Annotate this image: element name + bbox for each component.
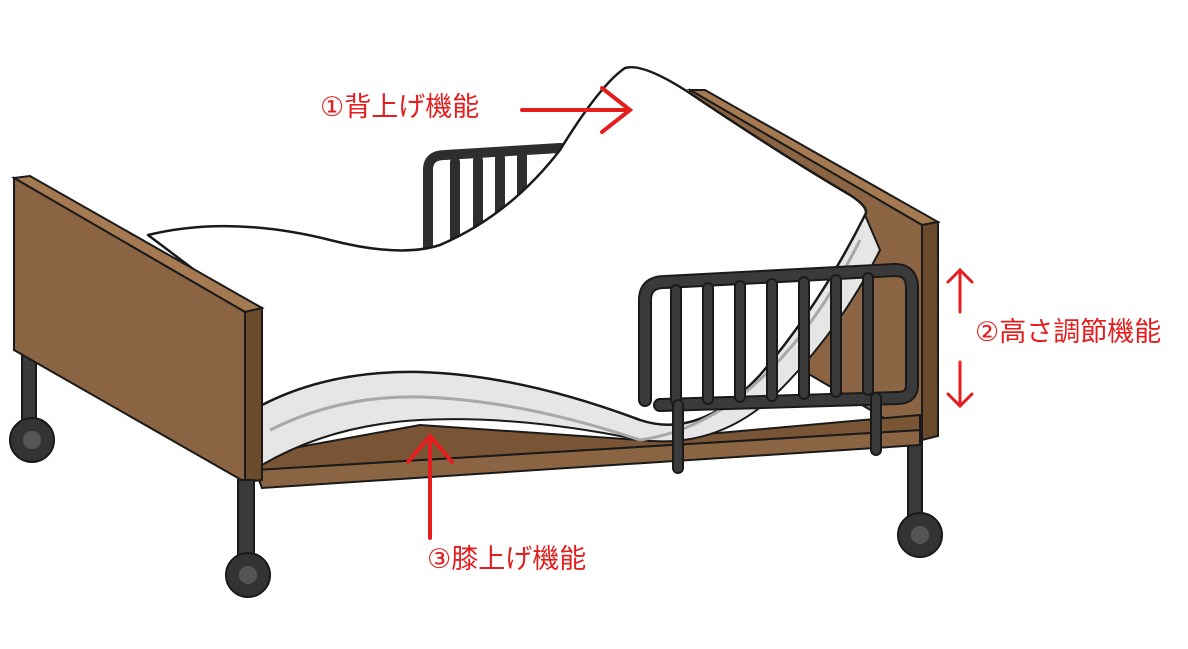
height-adjust-label: ②高さ調節機能 xyxy=(975,317,1162,348)
back-left-leg xyxy=(9,349,55,463)
knee-raise-label: ③膝上げ機能 xyxy=(427,544,587,575)
height-adjust-arrow xyxy=(946,267,974,409)
mattress xyxy=(146,65,882,467)
front-left-leg xyxy=(225,479,271,598)
bed-deck xyxy=(253,413,921,490)
back-raise-arrow xyxy=(520,86,634,134)
near-side-rail xyxy=(638,263,919,474)
footboard xyxy=(10,174,265,484)
back-right-leg xyxy=(897,429,943,558)
knee-raise-arrow xyxy=(406,432,454,540)
back-raise-label: ①背上げ機能 xyxy=(320,92,480,123)
